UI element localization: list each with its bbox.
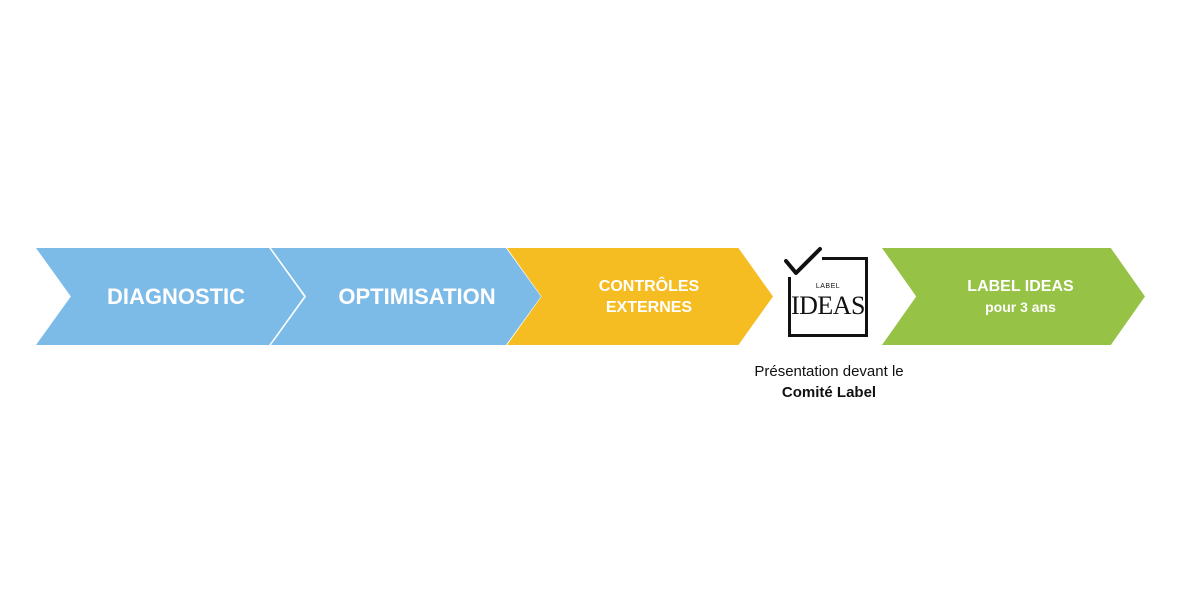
- step-optimisation-label: OPTIMISATION: [338, 283, 496, 309]
- step-label-ideas-label: LABEL IDEAS pour 3 ans: [945, 276, 1081, 318]
- label-ideas-logo: LABEL IDEAS: [784, 247, 870, 339]
- step-label-ideas-title: LABEL IDEAS: [967, 277, 1074, 295]
- step-diagnostic-label: DIAGNOSTIC: [106, 283, 246, 309]
- step-controles-line2: EXTERNES: [605, 298, 693, 316]
- step-controles-externes-label: CONTRÔLES EXTERNES: [573, 276, 707, 318]
- step-optimisation-chevron: OPTIMISATION: [271, 248, 541, 345]
- checkmark-icon: [784, 247, 822, 275]
- step-diagnostic-chevron: DIAGNOSTIC: [36, 248, 304, 345]
- step-label-ideas-chevron: LABEL IDEAS pour 3 ans: [882, 248, 1145, 345]
- caption-presentation: Présentation devant le: [754, 363, 904, 380]
- step-controles-externes-chevron: CONTRÔLES EXTERNES: [507, 248, 773, 345]
- logo-small-text: LABEL: [815, 283, 841, 290]
- logo-big-text: IDEAS: [790, 291, 866, 320]
- step-controles-line1: CONTRÔLES: [598, 277, 700, 295]
- caption-comite-label: Comité Label: [781, 384, 877, 401]
- step-label-ideas-subtitle: pour 3 ans: [985, 298, 1056, 315]
